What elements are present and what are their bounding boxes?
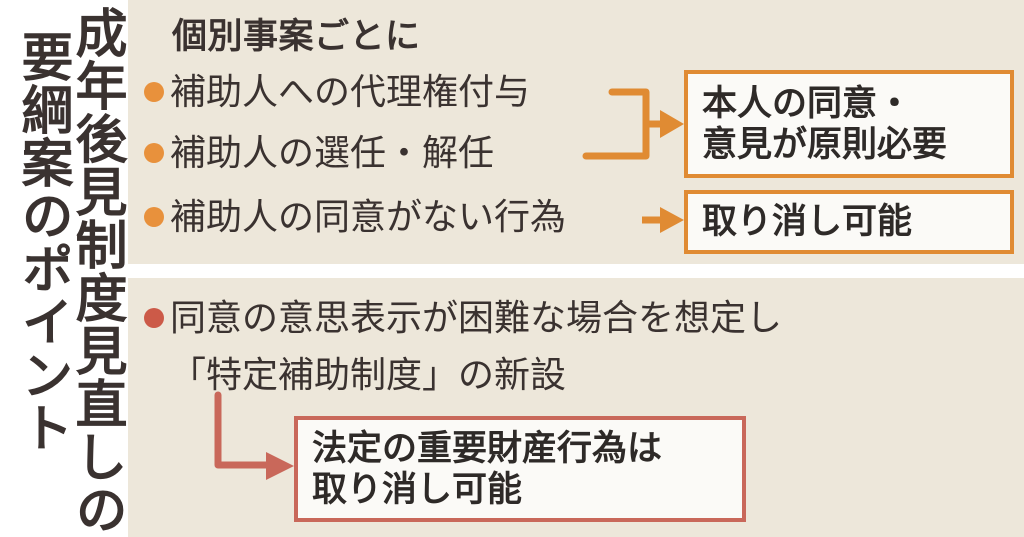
cancellable-box: 取り消し可能 — [684, 190, 1014, 254]
callout-line: 法定の重要財産行為は — [312, 428, 663, 468]
red-bullet-dot — [144, 307, 164, 328]
orange-bullet-dot — [144, 206, 164, 227]
list-item: 同意の意思表示が困難な場合を想定し — [144, 298, 782, 338]
orange-bullet-dot — [144, 142, 164, 163]
legal-important-property-box: 法定の重要財産行為は 取り消し可能 — [294, 416, 746, 522]
bullet-label: 同意の意思表示が困難な場合を想定し — [170, 297, 783, 338]
orange-bullet-dot — [144, 81, 164, 102]
bullet-label: 補助人への代理権付与 — [170, 71, 531, 112]
consent-required-box: 本人の同意・ 意見が原則必要 — [684, 70, 1014, 178]
bullet-label: 補助人の選任・解任 — [170, 132, 495, 173]
title-column-right: 成年後見制度見直しの — [67, 6, 125, 536]
callout-line: 本人の同意・ — [702, 83, 913, 123]
list-item: 補助人の同意がない行為 — [144, 197, 566, 237]
callout-line: 取り消し可能 — [702, 202, 913, 242]
vertical-title-block: 成年後見制度見直しの 要綱案のポイント — [0, 0, 128, 537]
list-item: 補助人への代理権付与 — [144, 72, 530, 112]
title-column-left: 要綱案のポイント — [13, 30, 71, 454]
callout-line: 取り消し可能 — [312, 470, 523, 509]
bullet-label: 補助人の同意がない行為 — [170, 196, 567, 237]
callout-line: 意見が原則必要 — [702, 125, 948, 164]
top-panel-heading: 個別事案ごとに — [172, 17, 421, 56]
bottom-panel-second-line: 「特定補助制度」の新設 — [170, 354, 567, 395]
list-item: 補助人の選任・解任 — [144, 133, 494, 173]
